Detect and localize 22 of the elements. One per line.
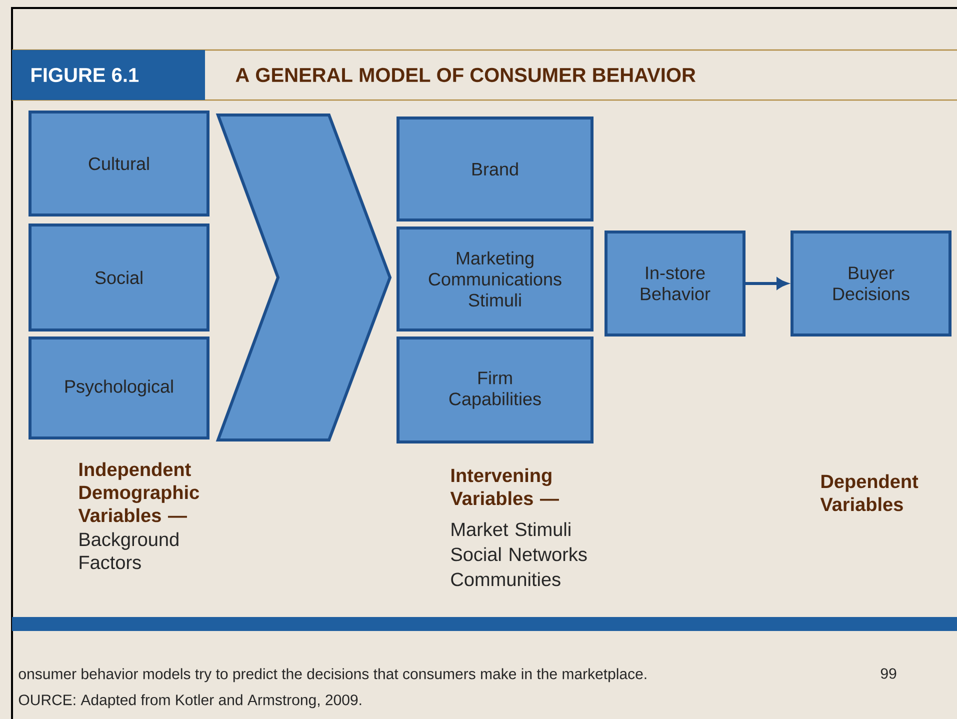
variable-box: Psychological: [28, 336, 210, 440]
column-heading: Intervening Variables —: [450, 468, 559, 506]
diagram-title: A GENERAL MODEL OF CONSUMER BEHAVIOR: [236, 68, 696, 82]
variable-box: Brand: [396, 116, 594, 222]
column-item: Communities: [451, 572, 560, 586]
variable-box: In-store Behavior: [604, 230, 746, 336]
variable-box: Firm Capabilities: [396, 336, 594, 444]
footer-text: 99: [880, 668, 896, 679]
variable-box: Cultural: [28, 110, 210, 216]
column-heading: Dependent Variables: [820, 474, 918, 512]
column-item: Background Factors: [80, 532, 178, 570]
figure-number: FIGURE 6.1: [32, 68, 139, 82]
footer-text: onsumer behavior models try to predict the decisions that consumers make in the marketplace.: [18, 668, 646, 682]
variable-box: Buyer Decisions: [790, 230, 952, 336]
variable-box: Marketing Communications Stimuli: [396, 226, 594, 332]
column-heading: Independent Demographic Variables —: [78, 462, 200, 522]
chevron-arrow: [216, 114, 392, 442]
arrow: [746, 278, 788, 290]
footer-text: OURCE: Adapted from Kotler and Armstrong, 2009.: [18, 694, 362, 708]
column-item: Social Networks: [451, 547, 587, 562]
column-item: Market Stimuli: [452, 522, 570, 536]
variable-box: Social: [28, 224, 210, 332]
